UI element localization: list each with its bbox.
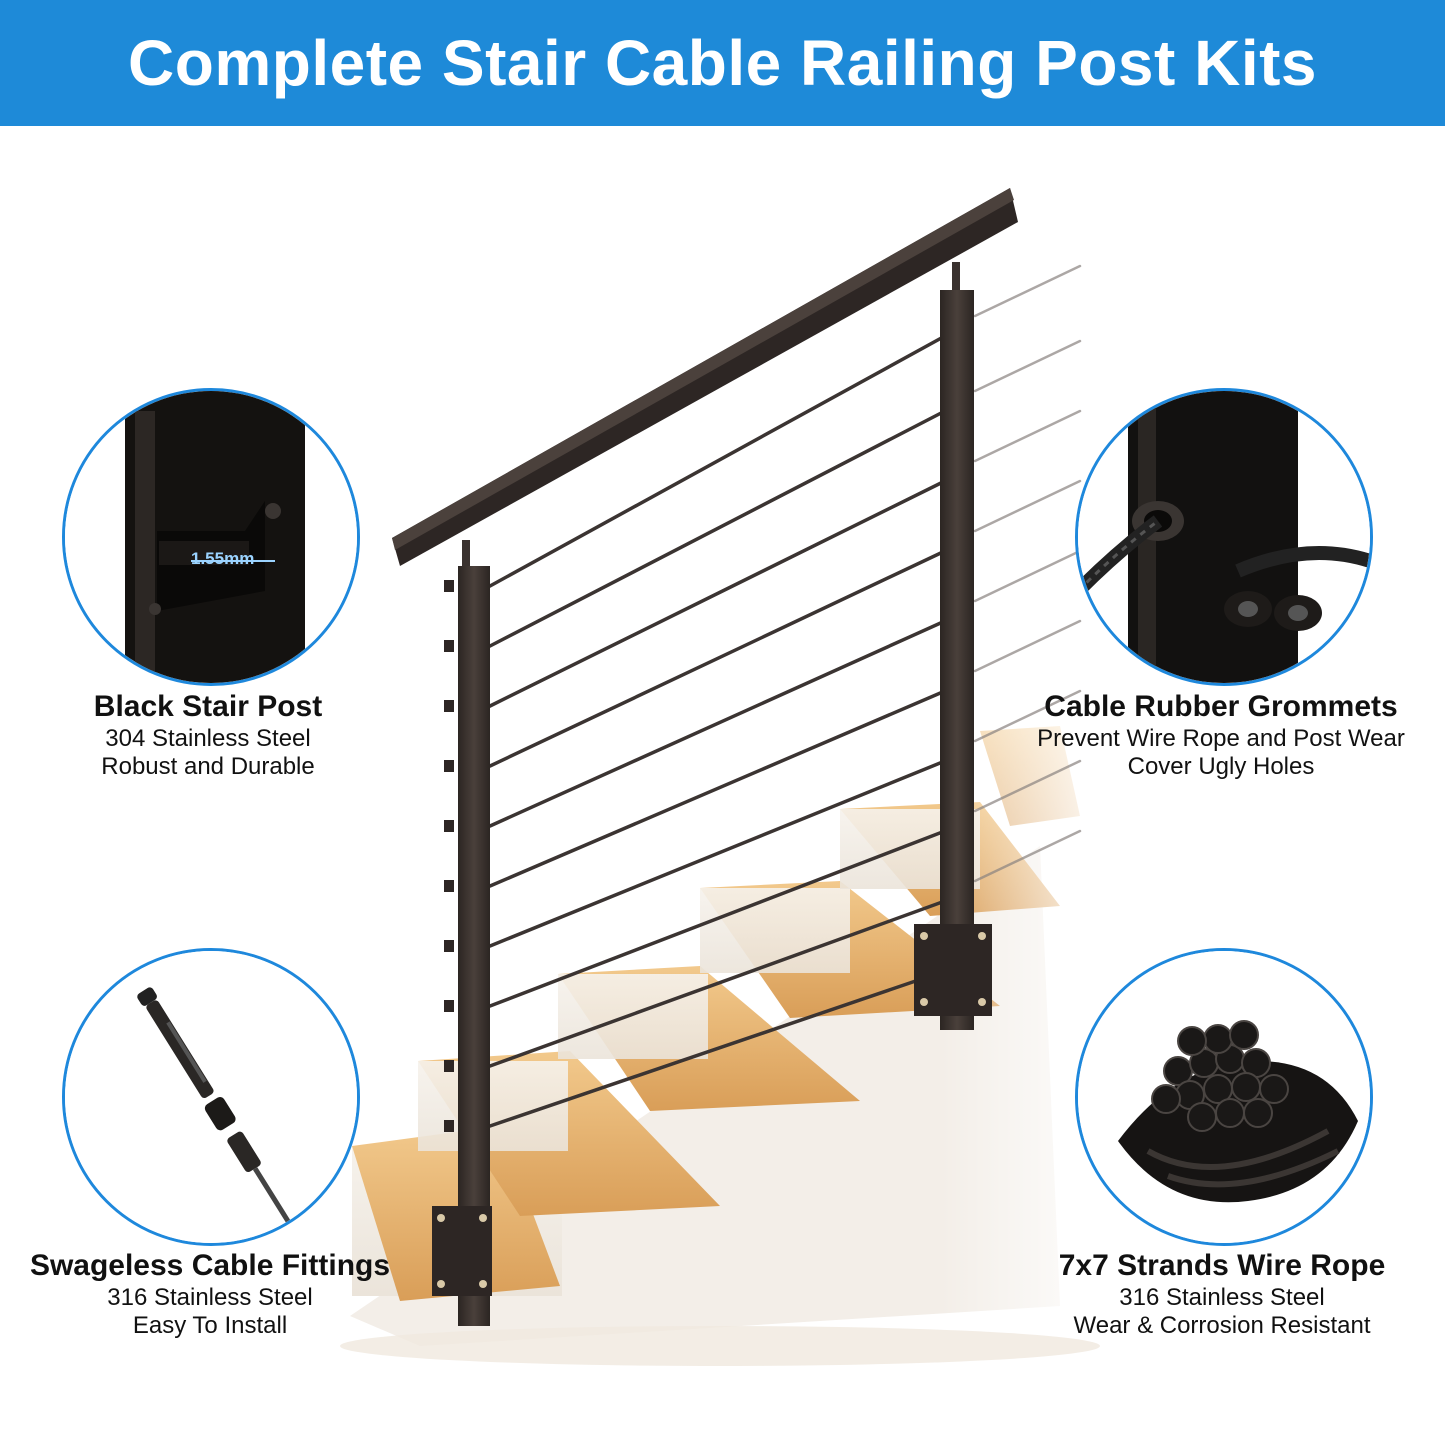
black-stair-post-circle: 1.55mm	[62, 388, 360, 686]
cable-fittings-circle	[62, 948, 360, 1246]
handrail	[392, 188, 1018, 566]
feature-line-2: Cover Ugly Holes	[1127, 753, 1315, 780]
rubber-grommets-circle	[1075, 388, 1373, 686]
title-banner: Complete Stair Cable Railing Post Kits	[0, 0, 1445, 126]
feature-title: Black Stair Post	[93, 690, 323, 723]
fitting-image	[65, 951, 357, 1243]
feature-line-1: 304 Stainless Steel	[105, 725, 311, 752]
post-closeup-image	[65, 391, 357, 683]
left-post	[432, 540, 492, 1326]
cable-extensions	[973, 264, 1082, 883]
right-post	[914, 262, 992, 1030]
feature-line-2: Easy To Install	[132, 1312, 288, 1339]
page-title: Complete Stair Cable Railing Post Kits	[128, 27, 1317, 99]
cable-fittings-caption: Swageless Cable Fittings 316 Stainless S…	[10, 1248, 410, 1340]
stair-railing-illustration	[340, 188, 1120, 1366]
feature-line-2: Wear & Corrosion Resistant	[1073, 1312, 1371, 1339]
wire-rope-image	[1078, 951, 1370, 1243]
feature-line-2: Robust and Durable	[101, 753, 315, 780]
feature-line-1: 316 Stainless Steel	[107, 1284, 313, 1311]
cable-lines	[488, 334, 947, 1128]
wire-rope-circle	[1075, 948, 1373, 1246]
wire-rope-caption: 7x7 Strands Wire Rope 316 Stainless Stee…	[1022, 1248, 1422, 1340]
feature-line-1: 316 Stainless Steel	[1119, 1284, 1325, 1311]
feature-title: Swageless Cable Fittings	[29, 1249, 391, 1282]
feature-title: 7x7 Strands Wire Rope	[1058, 1249, 1386, 1282]
measure-label: 1.55mm	[191, 549, 255, 568]
feature-line-1: Prevent Wire Rope and Post Wear	[1037, 725, 1405, 752]
product-scene: 1.55mm Black Stair Post 304 Stainless St…	[0, 126, 1445, 1445]
grommet-closeup-image	[1078, 391, 1370, 683]
black-stair-post-caption: Black Stair Post 304 Stainless Steel Rob…	[18, 689, 398, 781]
rubber-grommets-caption: Cable Rubber Grommets Prevent Wire Rope …	[1011, 689, 1431, 781]
feature-title: Cable Rubber Grommets	[1044, 690, 1398, 723]
